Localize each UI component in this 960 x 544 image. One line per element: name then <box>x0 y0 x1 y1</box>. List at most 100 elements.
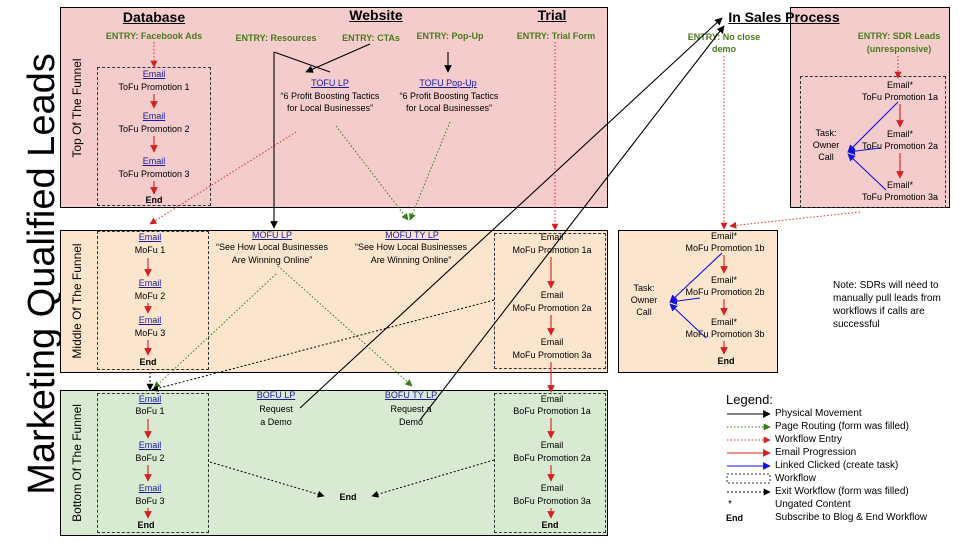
tofu-database-end: End <box>145 195 163 205</box>
tofu-lp-title-2: for Local Businesses” <box>286 103 374 113</box>
tofu-promotion-1: ToFu Promotion 1 <box>118 82 190 92</box>
mofu-1: MoFu 1 <box>134 245 166 255</box>
entry-resources: ENTRY: Resources <box>235 33 317 43</box>
mofu-lp-title-1: “See How Local Businesses <box>215 242 329 252</box>
legend-label-exit: Exit Workflow (form was filled) <box>775 486 909 497</box>
bofu-database-end: End <box>137 520 155 530</box>
tofu-popup-title-1: “6 Profit Boosting Tactics <box>399 91 499 101</box>
sdr-task-line-2: Owner <box>812 140 840 150</box>
note-line-3: workflows if calls are <box>833 306 925 317</box>
mofu-ty-lp-title-2: Are Winning Online” <box>370 255 452 265</box>
header-website: Website <box>349 7 403 23</box>
bofu-lp-title-1: Request <box>259 404 293 414</box>
mofu-trial-promotion-3a: MoFu Promotion 3a <box>512 350 592 360</box>
tofu-email-1-link[interactable]: Email <box>142 69 166 79</box>
legend-label-routing: Page Routing (form was filled) <box>775 421 909 432</box>
sales-task-line-2: Owner <box>630 295 658 305</box>
stage-label-middle: Middle Of The Funnel <box>70 243 84 359</box>
legend-label-ungated: Ungated Content <box>775 499 851 510</box>
legend-label-end: Subscribe to Blog & End Workflow <box>775 512 928 523</box>
header-database: Database <box>122 9 186 25</box>
tofu-lp-title-1: “6 Profit Boosting Tactics <box>280 91 380 101</box>
legend-title: Legend: <box>726 392 773 407</box>
mofu-email-3-link[interactable]: Email <box>138 315 162 325</box>
tofu-email-2-link[interactable]: Email <box>142 111 166 121</box>
mofu-email-2-link[interactable]: Email <box>138 278 162 288</box>
sdr-email-2: Email* <box>886 129 913 139</box>
entry-popup: ENTRY: Pop-Up <box>416 31 484 41</box>
sales-email-3: Email* <box>710 317 737 327</box>
stage-label-top: Top Of The Funnel <box>70 58 84 158</box>
bofu-1: BoFu 1 <box>135 406 165 416</box>
sales-task-line-3: Call <box>636 307 652 317</box>
bofu-ty-lp-title-2: Demo <box>398 417 423 427</box>
sales-mofu-promotion-2b: MoFu Promotion 2b <box>685 287 765 297</box>
entry-no-close-line1: ENTRY: No close <box>687 32 761 42</box>
bofu-trial-email-3: Email <box>540 483 564 493</box>
mofu-trial-promotion-1a: MoFu Promotion 1a <box>512 245 592 255</box>
sales-email-2: Email* <box>710 275 737 285</box>
entry-sdr-line1: ENTRY: SDR Leads <box>857 31 941 41</box>
mofu-trial-email-1: Email <box>540 232 564 242</box>
tofu-promotion-3: ToFu Promotion 3 <box>118 169 190 179</box>
sdr-tofu-promotion-2a: ToFu Promotion 2a <box>861 141 939 151</box>
legend-sample-workflow <box>726 473 771 484</box>
mofu-3: MoFu 3 <box>134 328 166 338</box>
sales-end: End <box>717 356 735 366</box>
bofu-trial-email-2: Email <box>540 440 564 450</box>
sales-mofu-promotion-1b: MoFu Promotion 1b <box>685 243 765 253</box>
mofu-lp-title-2: Are Winning Online” <box>231 255 313 265</box>
mofu-trial-email-2: Email <box>540 290 564 300</box>
legend-label-physical: Physical Movement <box>775 408 862 419</box>
bofu-exit-end: End <box>339 492 357 502</box>
mofu-trial-email-3: Email <box>540 337 564 347</box>
bofu-trial-end: End <box>541 520 559 530</box>
tofu-popup-title-2: for Local Businesses” <box>405 103 493 113</box>
legend-samples <box>726 410 771 496</box>
entry-ctas: ENTRY: CTAs <box>342 33 400 43</box>
header-trial: Trial <box>537 7 567 23</box>
bofu-email-1-link[interactable]: Email <box>138 394 162 404</box>
entry-sdr-to-sales <box>729 211 861 229</box>
sales-mofu-promotion-3b: MoFu Promotion 3b <box>685 329 765 339</box>
diagram-title: Marketing Qualified Leads <box>21 53 63 495</box>
mofu-2: MoFu 2 <box>134 291 166 301</box>
legend-symbol-ungated: * <box>728 499 732 510</box>
sdr-tofu-promotion-1a: ToFu Promotion 1a <box>861 92 939 102</box>
bofu-trial-promotion-2a: BoFu Promotion 2a <box>513 453 591 463</box>
mofu-lp-link[interactable]: MOFU LP <box>251 230 292 240</box>
sdr-task-line-1: Task: <box>815 128 837 138</box>
bofu-ty-lp-link[interactable]: BOFU TY LP <box>384 390 438 400</box>
sdr-email-3: Email* <box>886 180 913 190</box>
note-line-4: successful <box>833 319 880 330</box>
entry-no-close-line2: demo <box>711 44 736 54</box>
mofu-email-1-link[interactable]: Email <box>138 232 162 242</box>
sdr-email-1: Email* <box>886 80 913 90</box>
workflow-sdr-tofu <box>800 76 946 208</box>
legend-label-progression: Email Progression <box>775 447 857 458</box>
tofu-popup-link[interactable]: TOFU Pop-Up <box>419 78 477 88</box>
mofu-trial-promotion-2a: MoFu Promotion 2a <box>512 303 592 313</box>
bofu-trial-promotion-3a: BoFu Promotion 3a <box>513 496 591 506</box>
bofu-2: BoFu 2 <box>135 453 165 463</box>
note-line-2: manually pull leads from <box>833 293 941 304</box>
bofu-3: BoFu 3 <box>135 496 165 506</box>
legend-label-linked: Linked Clicked (create task) <box>775 460 899 471</box>
bofu-lp-link[interactable]: BOFU LP <box>256 390 296 400</box>
bofu-email-2-link[interactable]: Email <box>138 440 162 450</box>
entry-trial-form: ENTRY: Trial Form <box>516 31 596 41</box>
legend-label-entry: Workflow Entry <box>775 434 843 445</box>
mofu-database-end: End <box>139 357 157 367</box>
sales-email-1: Email* <box>710 231 737 241</box>
tofu-lp-link[interactable]: TOFU LP <box>311 78 349 88</box>
legend-label-workflow: Workflow <box>775 473 816 484</box>
entry-facebook: ENTRY: Facebook Ads <box>105 31 203 41</box>
bofu-trial-email-1: Email <box>540 394 564 404</box>
bofu-email-3-link[interactable]: Email <box>138 483 162 493</box>
bofu-ty-lp-title-1: Request a <box>390 404 432 414</box>
note-line-1: Note: SDRs will need to <box>833 280 939 291</box>
tofu-email-3-link[interactable]: Email <box>142 156 166 166</box>
mofu-ty-lp-title-1: “See How Local Businesses <box>354 242 468 252</box>
mofu-ty-lp-link[interactable]: MOFU TY LP <box>385 230 439 240</box>
bofu-lp-title-2: a Demo <box>260 417 292 427</box>
